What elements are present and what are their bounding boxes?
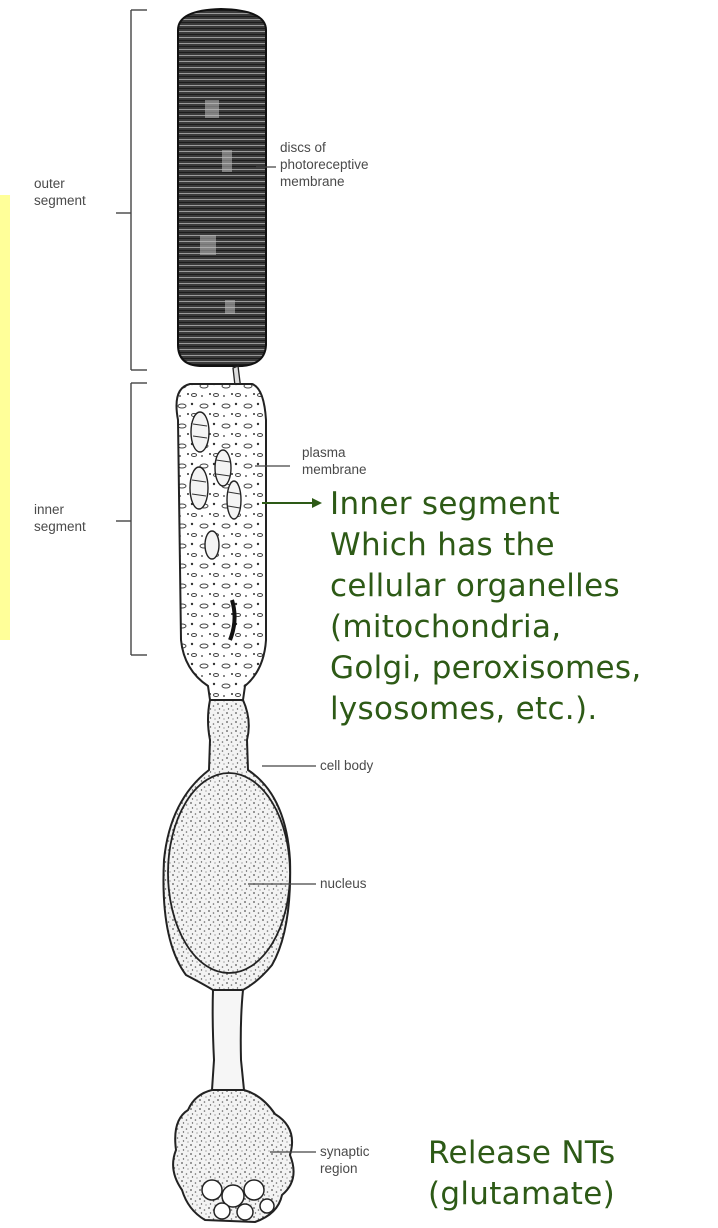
note-synapse: Release NTs (glutamate) — [428, 1133, 615, 1215]
arrow-icon — [262, 498, 322, 508]
label-synaptic-region: synaptic region — [320, 1143, 370, 1177]
nucleus — [168, 773, 290, 973]
inner-segment-bracket — [116, 383, 147, 655]
outer-segment — [178, 9, 266, 366]
label-discs: discs of photoreceptive membrane — [280, 139, 369, 190]
outer-segment-bracket — [116, 10, 147, 370]
label-cell-body: cell body — [320, 757, 373, 774]
label-nucleus: nucleus — [320, 875, 367, 892]
note-inner-segment: Inner segment Which has the cellular org… — [330, 484, 641, 730]
label-inner-segment: inner segment — [34, 501, 86, 535]
inner-segment — [177, 384, 267, 700]
label-plasma-membrane: plasma membrane — [302, 444, 367, 478]
label-outer-segment: outer segment — [34, 175, 86, 209]
